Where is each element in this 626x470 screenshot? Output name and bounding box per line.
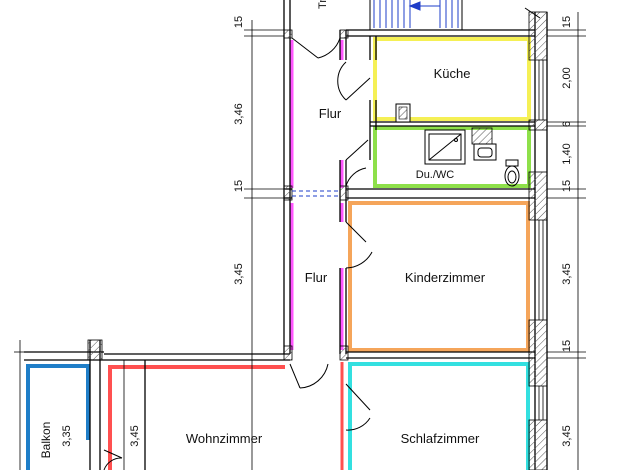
room-label-kueche: Küche xyxy=(434,66,471,81)
dim-right-6: 6 xyxy=(561,121,573,127)
dim-left-15-top: 15 xyxy=(233,16,245,28)
room-label-flur-upper: Flur xyxy=(319,106,342,121)
stair-frame xyxy=(369,0,541,30)
dimension-lines xyxy=(14,12,586,470)
kueche-outline xyxy=(373,37,531,121)
dim-right-15-top: 15 xyxy=(561,16,573,28)
schlafzimmer-outline xyxy=(348,362,530,470)
room-label-balkon: Balkon xyxy=(39,422,53,459)
dim-right-345-upper: 3,45 xyxy=(561,263,573,284)
balkon-outline xyxy=(26,364,90,470)
dim-right-345-lower: 3,45 xyxy=(561,425,573,446)
room-label-kinderzimmer: Kinderzimmer xyxy=(405,270,486,285)
dim-right-15-mid: 15 xyxy=(561,180,573,192)
dim-left-346: 3,46 xyxy=(233,103,245,124)
dim-left-15-mid: 15 xyxy=(233,180,245,192)
toilet xyxy=(504,159,520,187)
flur-opening xyxy=(292,190,340,197)
dim-right-200: 2,00 xyxy=(561,67,573,88)
room-label-schlafzimmer: Schlafzimmer xyxy=(401,431,480,446)
room-label-duwc: Du./WC xyxy=(416,169,455,181)
dim-right-15-lower: 15 xyxy=(561,340,573,352)
windows xyxy=(538,60,544,420)
dim-right-140: 1,40 xyxy=(561,143,573,164)
hatched-walls xyxy=(87,11,548,470)
dim-balkon-335: 3,35 xyxy=(61,425,73,446)
room-label-wohnzimmer: Wohnzimmer xyxy=(186,431,263,446)
dim-left-345: 3,45 xyxy=(233,263,245,284)
dim-wohn-345: 3,45 xyxy=(129,425,141,446)
stair-label: Tr xyxy=(317,0,329,9)
shower-tray xyxy=(424,129,466,165)
kinderzimmer-outline xyxy=(348,201,530,352)
room-label-flur-lower: Flur xyxy=(305,270,328,285)
wohnzimmer-outline xyxy=(108,365,285,470)
washbasin xyxy=(473,143,497,161)
doors xyxy=(103,37,373,470)
stair xyxy=(373,0,459,28)
duwc-outline xyxy=(373,126,531,188)
